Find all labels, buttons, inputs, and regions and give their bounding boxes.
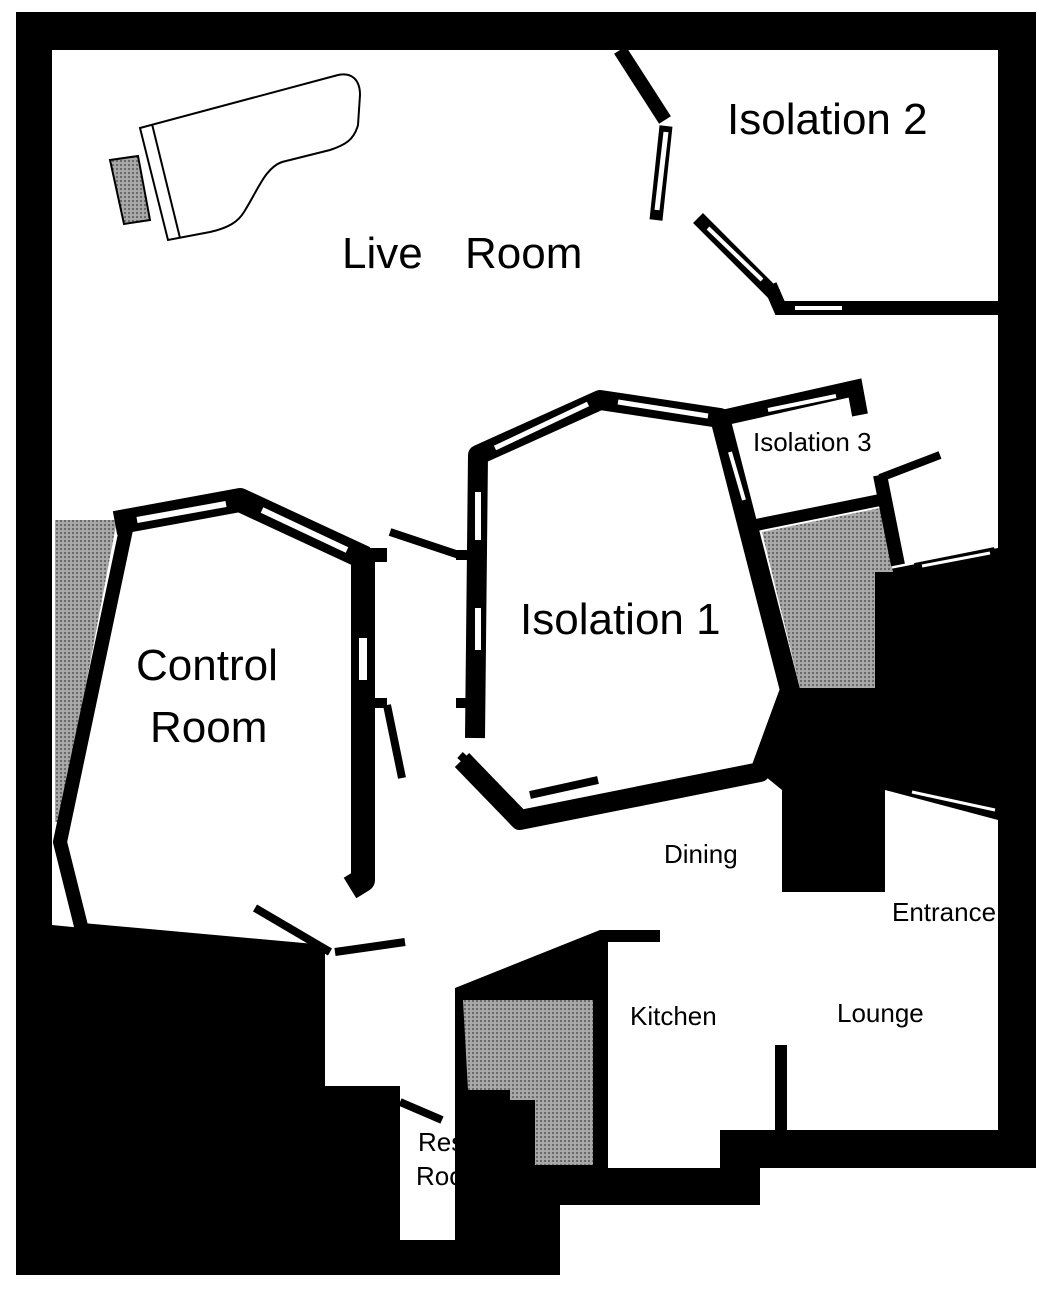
isolation3-window-e-glass [921, 551, 991, 568]
grand-piano-icon [108, 73, 362, 242]
isolation1-door-jamb-top [456, 550, 468, 560]
control-room-west-wall [53, 518, 326, 959]
isolation3-door-leaf [878, 451, 942, 482]
control-south-door-leaf-b [334, 938, 406, 956]
isolation3-east-wall [873, 473, 905, 567]
isolation1-sw-door-leaf [457, 752, 515, 806]
southwest-block [52, 925, 400, 1240]
hatched-areas [55, 508, 893, 1165]
misc-walls [398, 790, 996, 1124]
isolation1-walls [388, 390, 800, 830]
control-room-label-line2: Room [150, 703, 267, 752]
isolation-2-label: Isolation 2 [727, 95, 928, 144]
lounge-partition [775, 1045, 787, 1132]
isolation2-wall-corner [763, 282, 998, 315]
isolation2-wall-upper [614, 46, 671, 124]
dining-door-leaf [529, 776, 599, 799]
isolation2-window-a-glass [654, 131, 669, 211]
dining-label: Dining [664, 839, 738, 869]
control-room-label-line1: Control [136, 641, 278, 690]
isolation1-window-e-glass [728, 451, 746, 501]
control-window-nw-glass [136, 501, 227, 523]
piano-body [138, 73, 362, 242]
entrance-window-glass [911, 790, 996, 812]
isolation-3-label: Isolation 3 [753, 427, 872, 457]
kitchen-hatch [463, 1000, 593, 1165]
isolation3-hatch [762, 508, 893, 688]
isolation3-north-wall [720, 378, 868, 426]
lounge-label: Lounge [837, 998, 924, 1028]
east-core-block [760, 548, 998, 892]
isolation-1-label: Isolation 1 [520, 595, 721, 644]
control-room-west-hatch [55, 520, 117, 822]
piano-bench-icon [108, 154, 152, 226]
isolation3-walls [720, 378, 996, 573]
rest-room-label-line1: Rest [418, 1127, 472, 1157]
isolation1-window-ne-glass [617, 399, 709, 419]
entrance-pier-north [998, 820, 1020, 882]
isolation1-door-jamb-bottom [456, 698, 468, 708]
control-room-door-leaf [383, 704, 406, 779]
control-south-door-leaf-a [252, 904, 333, 956]
live-room-label-word2: Room [465, 229, 582, 278]
isolation2-window-b-glass [706, 226, 764, 282]
rest-room-door-leaf [398, 1098, 444, 1124]
control-room-east-wall [343, 555, 375, 899]
entrance-label: Entrance [892, 897, 996, 927]
live-room-label-word1: Live [342, 229, 423, 278]
isolation3-window-n-glass [767, 394, 837, 412]
entrance-pier-south [998, 954, 1020, 1130]
isolation1-window-nw-glass [493, 401, 590, 451]
rest-room-label-line2: Room [416, 1161, 485, 1191]
control-room-walls [53, 488, 406, 959]
isolation3-south-wall [754, 494, 882, 531]
room-labels: Live Room Isolation 2 Isolation 3 Isolat… [136, 95, 996, 1191]
isolation2-walls [614, 46, 998, 315]
control-window-ne-glass [260, 507, 349, 553]
piano-keyboard-line [151, 123, 181, 239]
kitchen-label: Kitchen [630, 1001, 717, 1031]
isolation1-door-leaf [388, 528, 464, 560]
control-door-jamb [375, 698, 387, 708]
